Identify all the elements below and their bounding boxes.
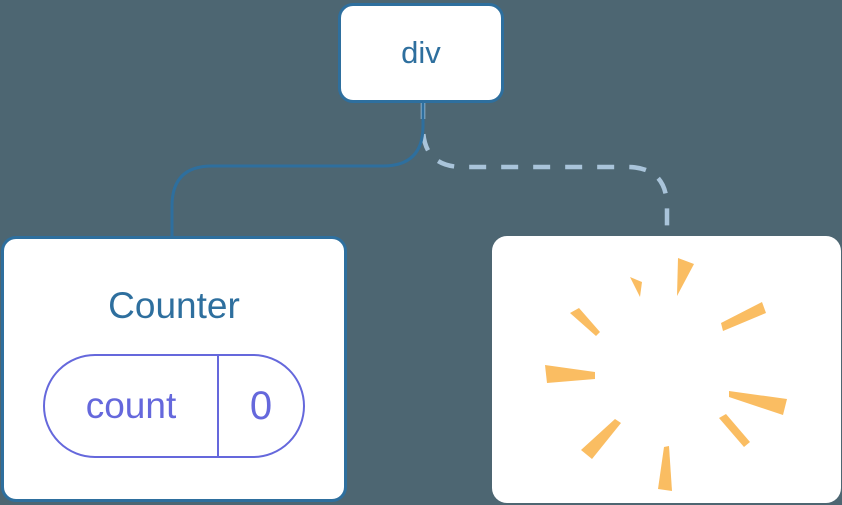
state-pill-divider bbox=[217, 356, 219, 456]
tree-node-removed bbox=[492, 236, 841, 503]
poof-burst-icon bbox=[545, 258, 787, 491]
burst-ray bbox=[719, 414, 750, 447]
state-pill-value: 0 bbox=[249, 383, 273, 428]
tree-node-counter: Counter count 0 bbox=[1, 236, 347, 502]
burst-ray bbox=[677, 258, 694, 296]
burst-ray bbox=[658, 446, 672, 491]
counter-node-title: Counter bbox=[108, 285, 240, 326]
state-pill: count 0 bbox=[43, 354, 305, 458]
burst-ray bbox=[630, 277, 642, 297]
burst-ray bbox=[545, 365, 595, 383]
tree-node-div-label: div bbox=[401, 35, 441, 70]
solid-connector-line bbox=[170, 101, 425, 237]
burst-ray bbox=[729, 391, 787, 415]
burst-ray bbox=[581, 419, 621, 459]
tree-node-div: div bbox=[338, 3, 504, 103]
burst-ray bbox=[570, 308, 600, 336]
dashed-connector-line bbox=[420, 102, 670, 237]
state-pill-name: count bbox=[85, 385, 177, 426]
burst-ray bbox=[721, 302, 766, 331]
